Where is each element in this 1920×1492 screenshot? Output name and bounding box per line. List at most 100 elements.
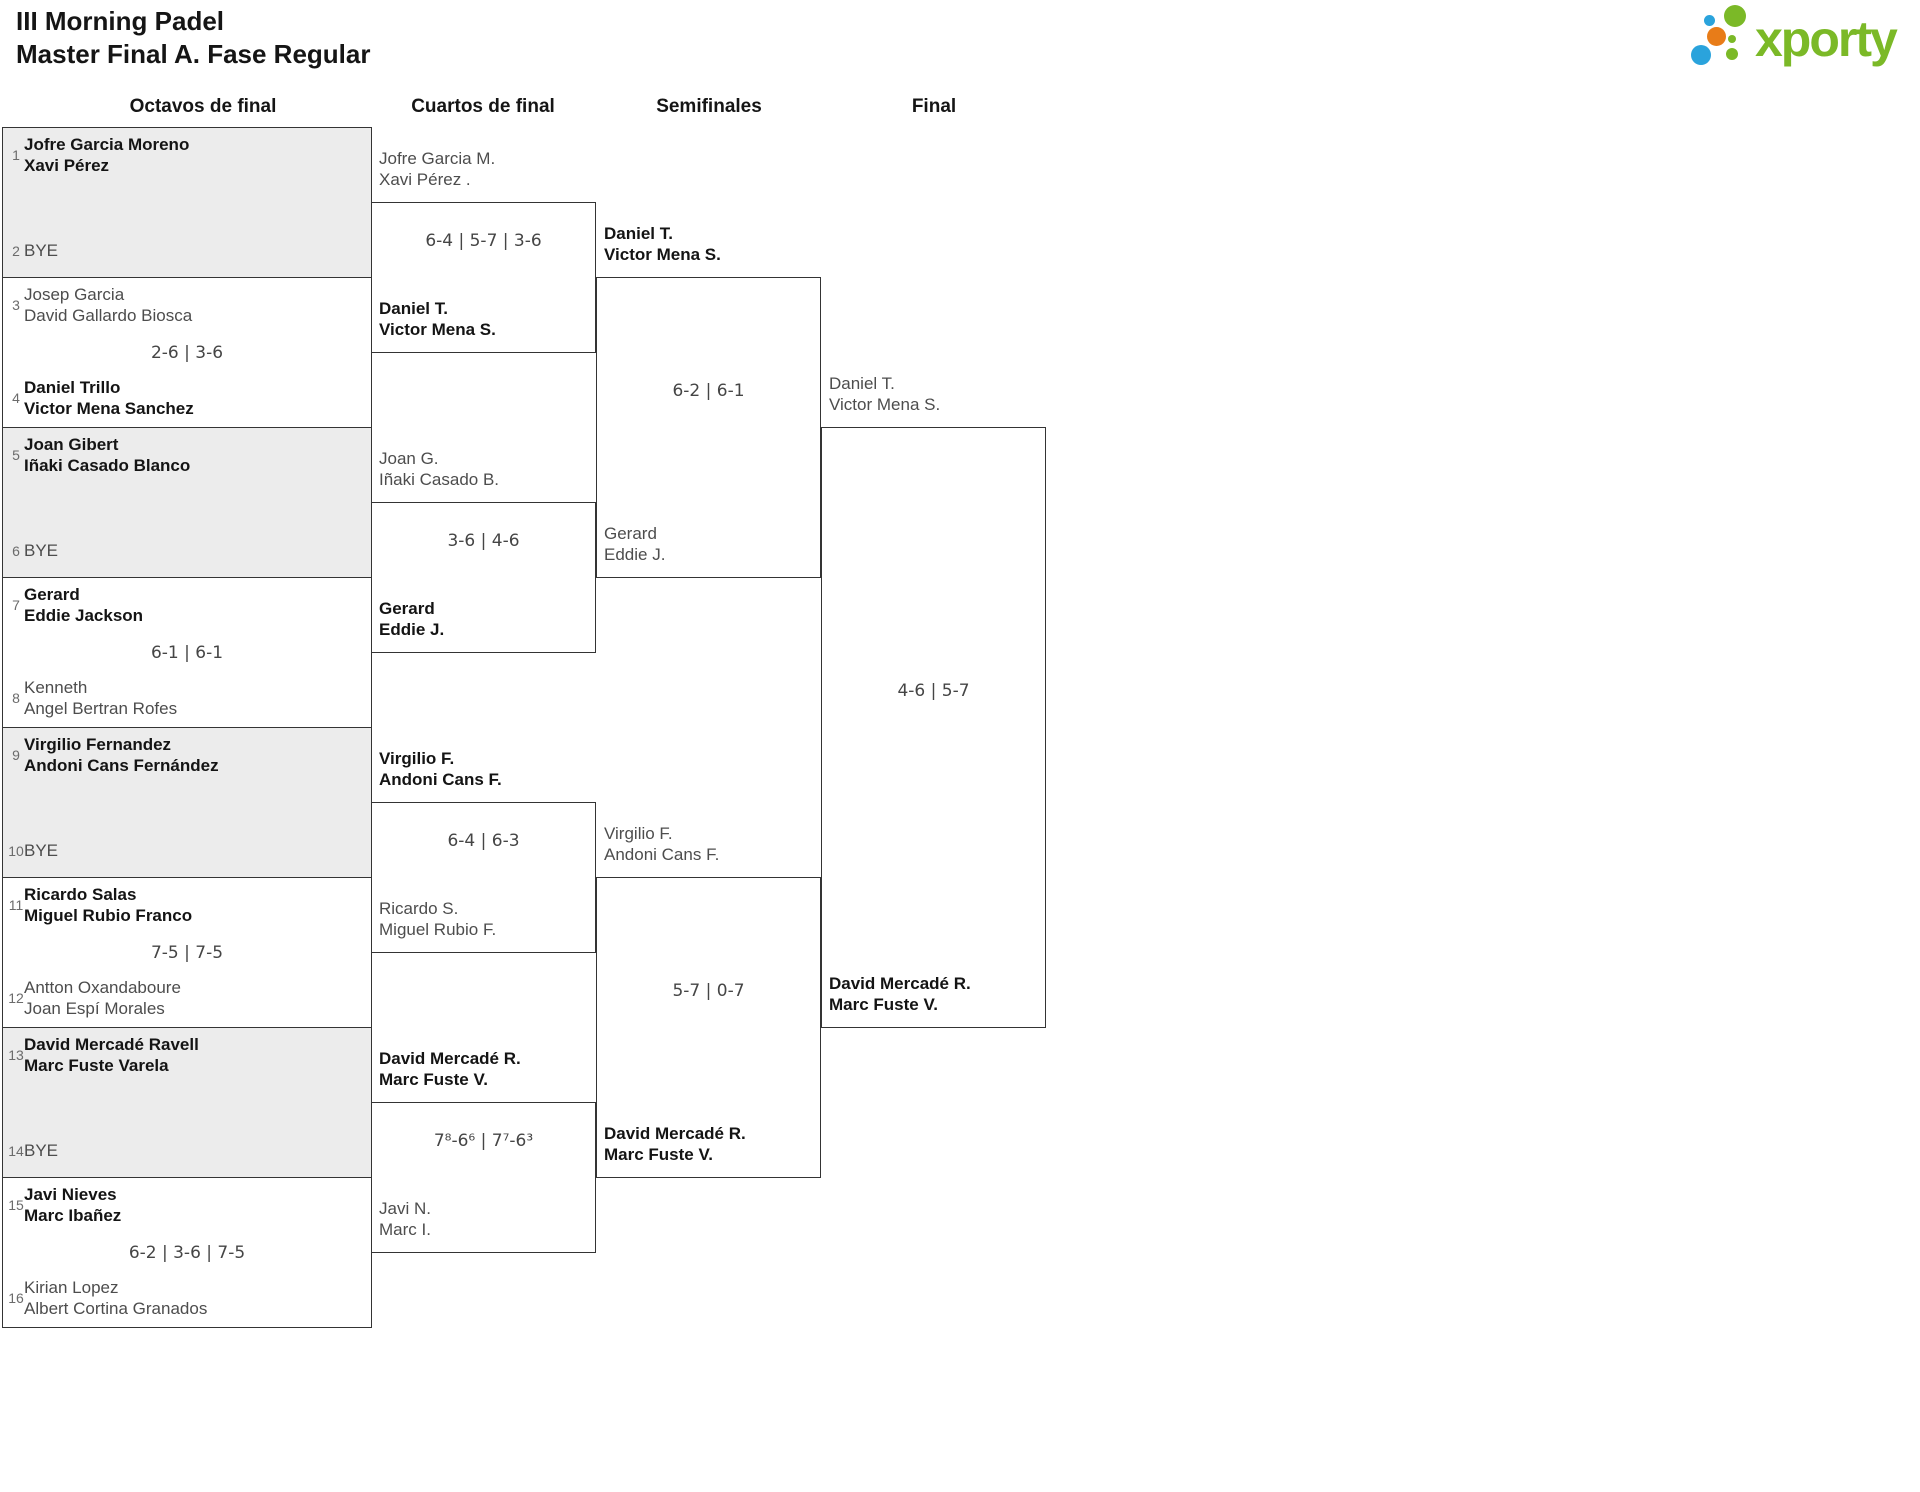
tournament-title: III Morning Padel Master Final A. Fase R…: [16, 5, 370, 71]
logo-dot-green-small: [1726, 48, 1738, 60]
match-score: 2-6 | 3-6: [150, 343, 224, 363]
match-score: 6-4 | 6-3: [447, 831, 520, 851]
participant-label: Daniel T.Victor Mena S.: [604, 224, 721, 264]
seed-number: 3: [12, 297, 20, 313]
seed-number: 4: [12, 390, 20, 406]
participant-name: BYE: [24, 241, 59, 260]
participant-bottom: 6 BYE: [8, 540, 365, 561]
match-box-qf-3[interactable]: 6-4 | 6-3: [371, 802, 596, 953]
logo-dot-blue-small: [1704, 15, 1715, 26]
participant-label: Daniel T.Victor Mena S.: [379, 299, 496, 339]
logo-dot-green-large: [1724, 5, 1746, 27]
participant-name: BYE: [24, 1141, 59, 1160]
match-box-sf-2[interactable]: 5-7 | 0-7: [596, 877, 821, 1178]
xporty-logo[interactable]: xporty: [1660, 0, 1916, 78]
match-score: 6-2 | 6-1: [672, 381, 745, 401]
participant-label: Jofre Garcia M.Xavi Pérez .: [379, 149, 496, 189]
seed-number: 10: [8, 842, 24, 859]
participant-label: Virgilio F.Andoni Cans F.: [604, 824, 720, 864]
match-box-qf-1[interactable]: 6-4 | 5-7 | 3-6: [371, 202, 596, 353]
seed-number: 7: [12, 597, 20, 613]
logo-dot-green-tiny: [1728, 35, 1736, 43]
seed-number: 1: [12, 147, 20, 163]
logo-dot-orange: [1707, 27, 1726, 46]
round-header-cuartos: Cuartos de final: [411, 96, 555, 117]
participant-name: BYE: [24, 541, 59, 560]
seed-number: 13: [8, 1047, 24, 1063]
logo-dot-blue-large: [1691, 45, 1711, 65]
match-score: 4-6 | 5-7: [897, 681, 970, 701]
seed-number: 9: [12, 747, 20, 763]
participant-label: David Mercadé R.Marc Fuste V.: [604, 1124, 746, 1164]
match-score: 7⁸-6⁶ | 7⁷-6³: [433, 1131, 534, 1151]
match-score: 6-4 | 5-7 | 3-6: [425, 231, 542, 251]
seed-number: 11: [8, 897, 24, 913]
match-score: 7-5 | 7-5: [150, 943, 224, 963]
participant-label: Daniel T.Victor Mena S.: [829, 374, 941, 414]
match-box-qf-2[interactable]: 3-6 | 4-6: [371, 502, 596, 653]
seed-number: 6: [12, 542, 20, 559]
participant-bottom: 2 BYE: [8, 240, 365, 261]
seed-number: 15: [8, 1197, 24, 1213]
seed-number: 8: [12, 690, 20, 706]
seed-number: 14: [8, 1142, 24, 1159]
match-box-qf-4[interactable]: 7⁸-6⁶ | 7⁷-6³: [371, 1102, 596, 1253]
match-score: 3-6 | 4-6: [447, 531, 520, 551]
tournament-name: III Morning Padel: [16, 6, 225, 36]
participant-label: Ricardo S.Miguel Rubio F.: [379, 899, 497, 939]
match-box-sf-1[interactable]: 6-2 | 6-1: [596, 277, 821, 578]
participant-bottom: 14 BYE: [8, 1140, 365, 1161]
match-score: 5-7 | 0-7: [672, 981, 745, 1001]
phase-name: Master Final A. Fase Regular: [16, 39, 371, 69]
round-header-octavos: Octavos de final: [129, 96, 277, 117]
seed-number: 12: [8, 990, 24, 1006]
match-score: 6-1 | 6-1: [150, 643, 224, 663]
participant-label: David Mercadé R.Marc Fuste V.: [829, 974, 971, 1014]
participant-label: Javi N.Marc I.: [379, 1199, 431, 1239]
match-box-final[interactable]: 4-6 | 5-7: [821, 427, 1046, 1028]
participant-bottom: 10 BYE: [8, 840, 365, 861]
logo-wordmark: xporty: [1755, 11, 1898, 67]
match-score: 6-2 | 3-6 | 7-5: [128, 1243, 246, 1263]
participant-label: Virgilio F.Andoni Cans F.: [379, 749, 502, 789]
seed-number: 5: [12, 447, 20, 463]
participant-label: Joan G.Iñaki Casado B.: [379, 449, 500, 489]
participant-name: BYE: [24, 841, 59, 860]
round-header-final: Final: [911, 96, 957, 117]
participant-label: David Mercadé R.Marc Fuste V.: [379, 1049, 521, 1089]
